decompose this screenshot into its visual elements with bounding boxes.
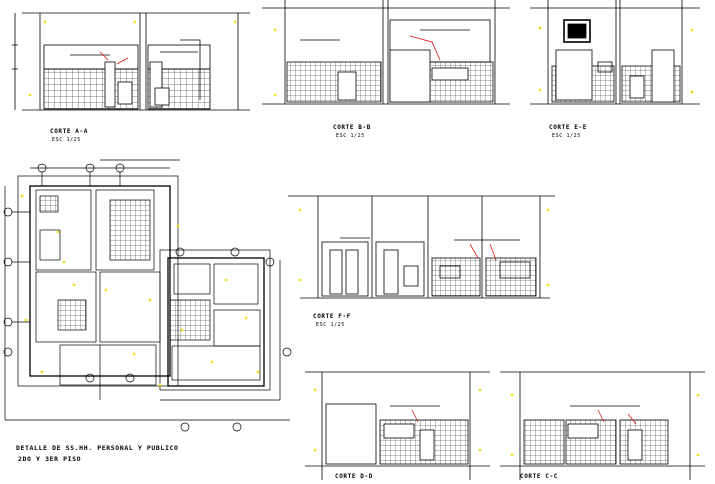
section-a-a-elevation: [12, 12, 250, 111]
section-a-a-scale: ESC 1/25: [52, 137, 81, 143]
section-b-b-leaders: [409, 35, 441, 61]
section-c-c-leaders: [597, 409, 637, 425]
section-b-b-title: CORTE B-B: [333, 124, 371, 131]
level-markers: [20, 20, 700, 457]
section-c-c-elevation: [500, 371, 705, 480]
section-c-c-title: CORTE C-C: [520, 473, 558, 480]
plan-subtitle: 2DO Y 3ER PISO: [18, 455, 82, 463]
section-f-f-scale: ESC 1/25: [316, 322, 345, 328]
section-d-d-title: CORTE D-D: [335, 473, 373, 480]
section-e-e-elevation: [530, 0, 700, 105]
section-d-d-leaders: [411, 409, 419, 423]
section-a-a-title: CORTE A-A: [50, 128, 88, 135]
section-f-f-elevation: [288, 195, 555, 299]
section-e-e-title: CORTE E-E: [549, 124, 587, 131]
section-d-d-elevation: [305, 371, 490, 480]
section-a-a-leaders: [99, 51, 129, 65]
floor-plan: [3, 159, 292, 432]
section-b-b-scale: ESC 1/25: [336, 133, 365, 139]
section-b-b-elevation: [262, 0, 510, 105]
section-e-e-scale: ESC 1/25: [552, 133, 581, 139]
section-f-f-title: CORTE F-F: [313, 313, 351, 320]
section-f-f-leaders: [469, 243, 497, 261]
plan-title: DETALLE DE SS.HH. PERSONAL Y PUBLICO: [16, 444, 179, 452]
